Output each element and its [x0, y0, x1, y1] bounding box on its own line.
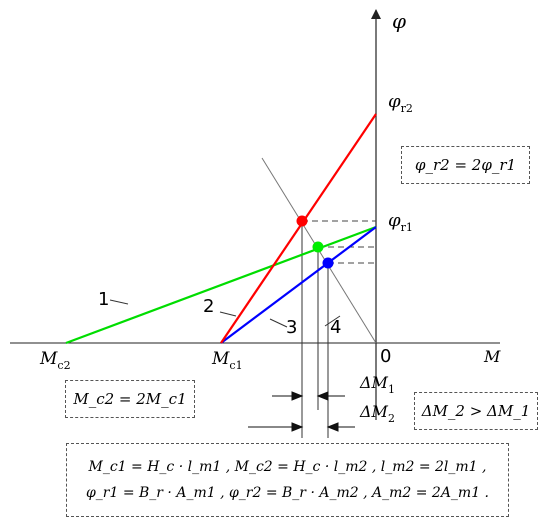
delta-m1-dimension — [272, 391, 345, 401]
delta-m2-dimension — [248, 422, 355, 432]
phi-r2-label: φr2 — [388, 91, 413, 115]
formula-line-1: M_c1 = H_c · l_m1 , M_c2 = H_c · l_m2 , … — [88, 459, 487, 475]
green-intersection-point — [312, 241, 324, 253]
phi-relation-text: φ_r2 = 2φ_r1 — [414, 156, 517, 174]
mc2-label: Mc2 — [39, 349, 71, 372]
delta-m2-label: ΔM2 — [359, 402, 395, 425]
line-1-green — [65, 225, 377, 345]
delta-relation-text: ΔM_2 > ΔM_1 — [421, 402, 531, 420]
mc1-label: Mc1 — [211, 349, 243, 372]
delta-relation-box: ΔM_2 > ΔM_1 — [414, 392, 538, 430]
line-2-label: 2 — [203, 296, 214, 317]
line-3-label: 3 — [286, 317, 297, 338]
mc-relation-text: M_c2 = 2M_c1 — [73, 390, 187, 408]
blue-intersection-point — [322, 257, 334, 269]
line-4-label: 4 — [330, 317, 341, 338]
projection-lines — [301, 221, 329, 438]
guide-lines — [302, 220, 376, 264]
phi-relation-box: φ_r2 = 2φ_r1 — [401, 146, 530, 184]
line-1-label: 1 — [98, 289, 109, 310]
line-3-blue — [220, 226, 377, 344]
delta-m1-label: ΔM1 — [359, 373, 395, 396]
x-axis-label: M — [483, 347, 501, 366]
origin-label: 0 — [380, 346, 391, 367]
line-2-red — [220, 113, 377, 344]
number-leaders — [109, 299, 341, 328]
mc-relation-box: M_c2 = 2M_c1 — [65, 380, 195, 418]
formula-line-2: φ_r1 = B_r · A_m1 , φ_r2 = B_r · A_m2 , … — [85, 485, 490, 501]
y-axis-label: φ — [392, 9, 406, 33]
phi-r1-label: φr1 — [388, 210, 413, 234]
red-intersection-point — [296, 215, 308, 227]
formula-box: M_c1 = H_c · l_m1 , M_c2 = H_c · l_m2 , … — [66, 443, 509, 517]
